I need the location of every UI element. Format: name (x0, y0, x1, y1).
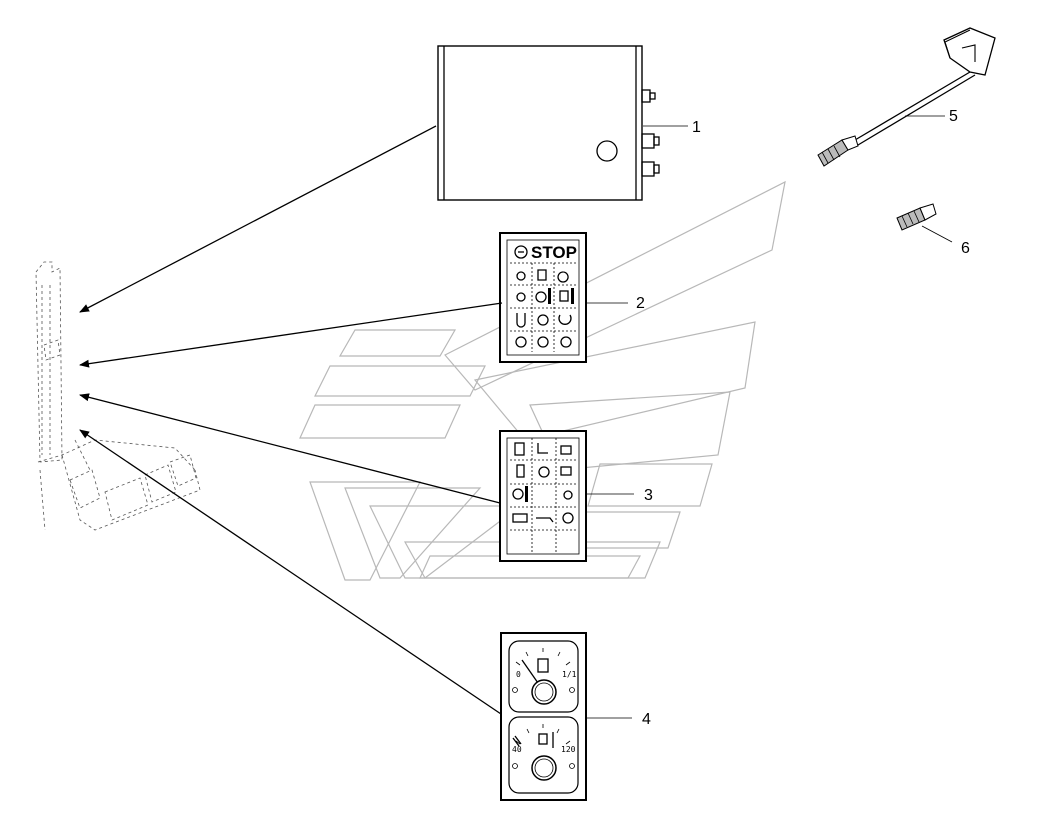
stop-label: STOP (531, 243, 577, 262)
fuel-gauge-max-label: 1/1 (562, 670, 577, 679)
warning-icons-grid (510, 262, 576, 352)
dashboard-outline (35, 261, 201, 531)
control-box (437, 45, 660, 201)
gauge-cluster: 0 1/1 40 120 (500, 632, 587, 801)
connector-plug (896, 203, 937, 231)
temp-gauge-min-label: 40 (512, 745, 522, 754)
indicator-icons-grid (510, 438, 576, 554)
warning-panel-stop: STOP (499, 232, 587, 363)
fuel-gauge: 0 1/1 (512, 648, 577, 705)
callout-2: 2 (636, 295, 645, 312)
callout-5: 5 (949, 108, 958, 125)
callout-6: 6 (961, 240, 970, 257)
sensor-with-cable (817, 27, 996, 167)
fuel-gauge-min-label: 0 (516, 670, 521, 679)
indicator-panel (499, 430, 587, 562)
callout-4: 4 (642, 711, 651, 728)
temp-gauge-max-label: 120 (561, 745, 576, 754)
temperature-gauge: 40 120 (512, 724, 576, 781)
callout-1: 1 (692, 119, 701, 136)
callout-3: 3 (644, 487, 653, 504)
assembly-arrows (79, 125, 503, 715)
leader-lines (586, 115, 953, 719)
control-box-knob (596, 140, 618, 162)
